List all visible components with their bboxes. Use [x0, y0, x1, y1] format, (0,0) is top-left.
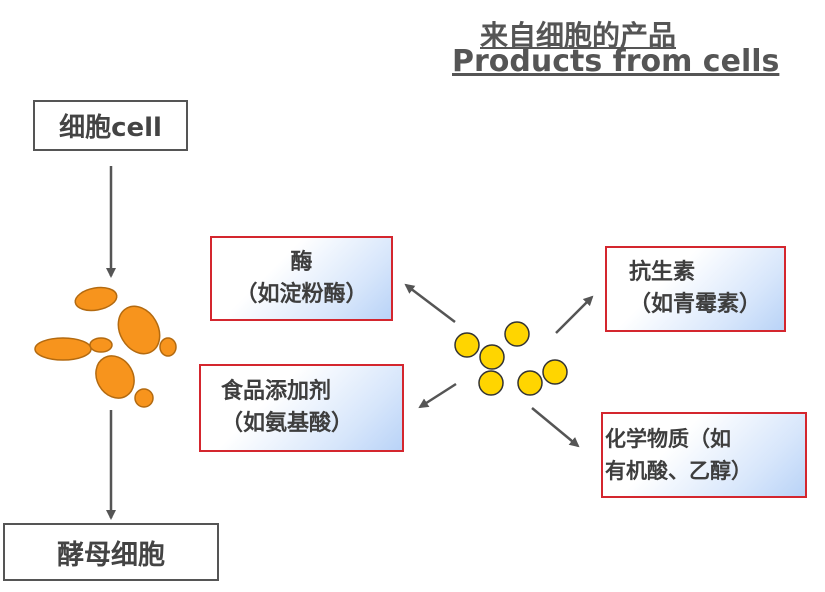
enzyme-example: （如淀粉酶）: [235, 281, 368, 307]
antibiotic-label: 抗生素: [629, 260, 696, 285]
arrow-to-antibiotic: [555, 295, 594, 334]
arrow-to-food-additive: [418, 382, 457, 409]
product-box-food-additive: 食品添加剂 （如氨基酸）: [199, 364, 404, 452]
yeast-cell: [95, 355, 135, 399]
product-molecule: [504, 321, 530, 347]
food-additive-example: （如氨基酸）: [221, 411, 354, 436]
yeast-cell: [159, 337, 177, 357]
antibiotic-example: （如青霉素）: [629, 292, 762, 317]
title-chinese: 来自细胞的产品: [480, 19, 677, 52]
product-molecule: [542, 359, 568, 385]
product-molecule: [478, 370, 504, 396]
product-molecule: [517, 370, 543, 396]
arrow-to-chemical: [531, 407, 580, 448]
food-additive-label: 食品添加剂: [221, 379, 332, 404]
product-box-enzyme: 酶 （如淀粉酶）: [210, 236, 393, 321]
product-molecule: [479, 344, 505, 370]
yeast-cell-label-box: 酵母细胞: [3, 523, 219, 581]
product-molecules: [454, 321, 568, 396]
product-molecule: [454, 332, 480, 358]
enzyme-label: 酶: [290, 249, 313, 275]
chemical-label: 化学物质（如: [605, 427, 731, 451]
cell-label-box: 细胞cell: [33, 100, 188, 151]
yeast-cell: [117, 305, 161, 355]
chemical-example: 有机酸、乙醇）: [605, 459, 752, 483]
arrow-to-enzyme: [404, 283, 456, 323]
yeast-cell: [134, 388, 154, 408]
product-box-chemical: 化学物质（如 有机酸、乙醇）: [601, 412, 807, 498]
yeast-cell: [34, 337, 92, 361]
title-english: Products from cells: [452, 44, 780, 79]
yeast-cell-cluster: [34, 286, 177, 408]
yeast-cell: [89, 337, 113, 353]
product-box-antibiotic: 抗生素 （如青霉素）: [605, 246, 786, 332]
yeast-cell: [74, 286, 118, 312]
